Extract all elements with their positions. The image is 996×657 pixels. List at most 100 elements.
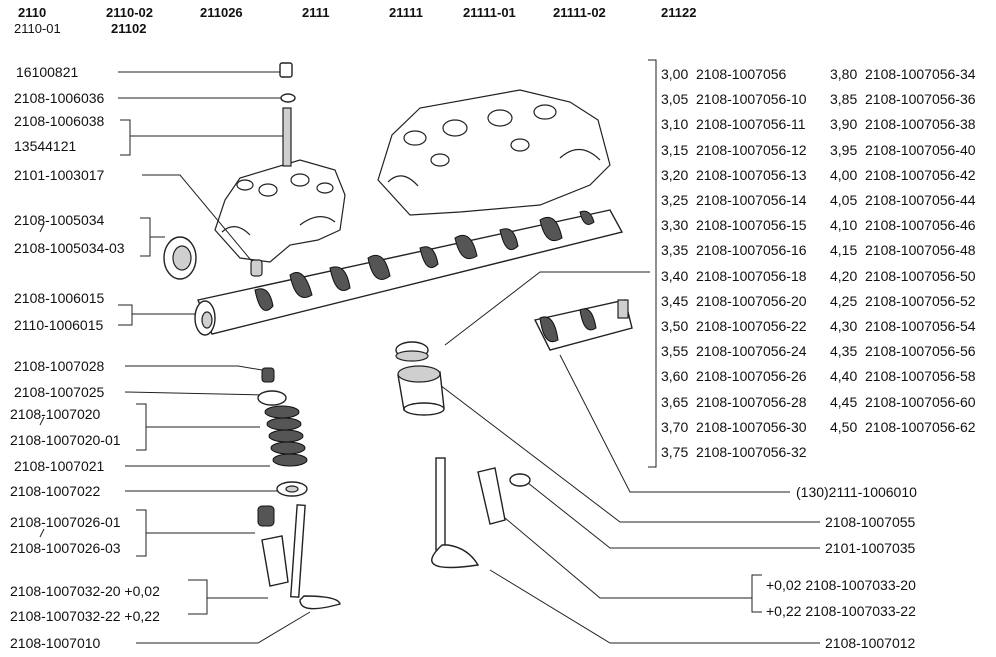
- label-seal-b: 2108-1005034-03: [14, 240, 125, 256]
- shim-part-number: 2108-1007056-28: [696, 394, 807, 410]
- label-washer-lower: 2108-1007022: [10, 483, 101, 499]
- shim-size: 3,15: [661, 142, 689, 158]
- shim-part-number-2: 2108-1007056-38: [865, 116, 976, 132]
- shim-size-2: 3,85: [830, 91, 858, 107]
- washer-part: [280, 93, 296, 103]
- label-spring-b: 2108-1007020-01: [10, 432, 121, 448]
- shim-size-2: 4,10: [830, 217, 858, 233]
- shim-size-2: 4,05: [830, 192, 858, 208]
- shim-part-number: 2108-1007056-24: [696, 343, 807, 359]
- label-cotter: 2108-1007028: [14, 358, 105, 374]
- model-code-21111-02: 21111-02: [553, 5, 606, 20]
- shim-size-2: 4,30: [830, 318, 858, 334]
- shim-size: 3,35: [661, 242, 689, 258]
- label-bushing: 2101-1003017: [14, 167, 105, 183]
- shim-size: 3,10: [661, 116, 689, 132]
- shim-part-number-2: 2108-1007056-54: [865, 318, 976, 334]
- label-retaining-ring: 2101-1007035: [825, 540, 916, 556]
- shim-part-number-2: 2108-1007056-52: [865, 293, 976, 309]
- shim-part-number: 2108-1007056-32: [696, 444, 807, 460]
- bushing-part: [250, 259, 263, 277]
- model-code-21102: 21102: [111, 21, 147, 36]
- model-code-2110: 2110: [18, 5, 47, 20]
- label-nut: 16100821: [16, 64, 79, 80]
- label-washer: 2108-1006036: [14, 90, 105, 106]
- shim-size-2: 4,40: [830, 368, 858, 384]
- shim-part-number: 2108-1007056-16: [696, 242, 807, 258]
- label-stud-b: 13544121: [14, 138, 77, 154]
- shim-part-number: 2108-1007056-22: [696, 318, 807, 334]
- shim-size-2: 4,00: [830, 167, 858, 183]
- shim-size-2: 3,80: [830, 66, 858, 82]
- shim-part-number-2: 2108-1007056-34: [865, 66, 976, 82]
- label-exhaust-guide-a: +0,02 2108-1007033-20: [766, 577, 916, 593]
- nut-part: [279, 62, 293, 78]
- label-camshaft-b: 2110-1006015: [14, 317, 104, 333]
- shim-size: 3,60: [661, 368, 689, 384]
- shim-size-2: 4,50: [830, 419, 858, 435]
- model-code-2110-02: 2110-02: [106, 5, 153, 20]
- model-code-21122: 21122: [661, 5, 697, 20]
- bearing-housing-large: [377, 89, 611, 216]
- shim-part-number-2: 2108-1007056-42: [865, 167, 976, 183]
- intake-valve-part: [289, 504, 341, 610]
- shim-size-2: 3,90: [830, 116, 858, 132]
- spring-plate-part: [257, 390, 287, 406]
- exhaust-valve-guide-part: [477, 467, 506, 525]
- shim-size: 3,50: [661, 318, 689, 334]
- shim-size: 3,40: [661, 268, 689, 284]
- label-washer-spring: 2108-1007021: [14, 458, 105, 474]
- model-code-211026: 211026: [200, 5, 243, 20]
- valve-guide-part: [261, 535, 289, 587]
- label-spring-plate: 2108-1007025: [14, 384, 105, 400]
- spring-washer-part: [276, 481, 308, 497]
- model-code-21111-01: 21111-01: [463, 5, 516, 20]
- valve-stem-cap-part: [257, 505, 275, 527]
- shim-part-number: 2108-1007056-15: [696, 217, 807, 233]
- shim-part-number-2: 2108-1007056-44: [865, 192, 976, 208]
- label-guide-a: 2108-1007032-20 +0,02: [10, 583, 160, 599]
- shim-part-number-2: 2108-1007056-40: [865, 142, 976, 158]
- model-code-21111: 21111: [389, 5, 423, 20]
- right-leader-lines: [439, 59, 820, 644]
- model-code-2111: 2111: [302, 5, 330, 20]
- shim-part-number: 2108-1007056-30: [696, 419, 807, 435]
- shim-part-number: 2108-1007056-26: [696, 368, 807, 384]
- shim-size-2: 4,20: [830, 268, 858, 284]
- oil-seal-part: [163, 236, 197, 280]
- shim-size-2: 4,15: [830, 242, 858, 258]
- shim-part: [395, 341, 429, 362]
- shim-part-number-2: 2108-1007056-36: [865, 91, 976, 107]
- shim-size-2: 3,95: [830, 142, 858, 158]
- label-camshaft-alt: (130)2111-1006010: [796, 484, 917, 500]
- shim-size: 3,55: [661, 343, 689, 359]
- label-intake-valve: 2108-1007010: [10, 635, 101, 651]
- shim-part-number-2: 2108-1007056-62: [865, 419, 976, 435]
- shim-part-number: 2108-1007056-12: [696, 142, 807, 158]
- label-exhaust-valve: 2108-1007012: [825, 635, 916, 651]
- shim-size: 3,45: [661, 293, 689, 309]
- shim-size-2: 4,25: [830, 293, 858, 309]
- stud-part: [282, 107, 292, 167]
- tappet-part: [397, 365, 445, 416]
- shim-part-number: 2108-1007056-18: [696, 268, 807, 284]
- label-cap-b: 2108-1007026-03: [10, 540, 121, 556]
- camshaft-part: [194, 209, 624, 336]
- shim-part-number: 2108-1007056-11: [696, 116, 806, 132]
- label-tappet: 2108-1007055: [825, 514, 916, 530]
- shim-part-number-2: 2108-1007056-50: [865, 268, 976, 284]
- label-cap-a: 2108-1007026-01: [10, 514, 121, 530]
- shim-part-number: 2108-1007056-10: [696, 91, 807, 107]
- shim-size: 3,75: [661, 444, 689, 460]
- shim-size: 3,70: [661, 419, 689, 435]
- label-seal-a: 2108-1005034: [14, 212, 105, 228]
- shim-size-2: 4,45: [830, 394, 858, 410]
- shim-part-number-2: 2108-1007056-48: [865, 242, 976, 258]
- shim-part-number: 2108-1007056-20: [696, 293, 807, 309]
- label-spring-a: 2108-1007020: [10, 406, 101, 422]
- label-camshaft-a: 2108-1006015: [14, 290, 105, 306]
- shim-size: 3,20: [661, 167, 689, 183]
- shim-size: 3,65: [661, 394, 689, 410]
- shim-part-number: 2108-1007056-13: [696, 167, 807, 183]
